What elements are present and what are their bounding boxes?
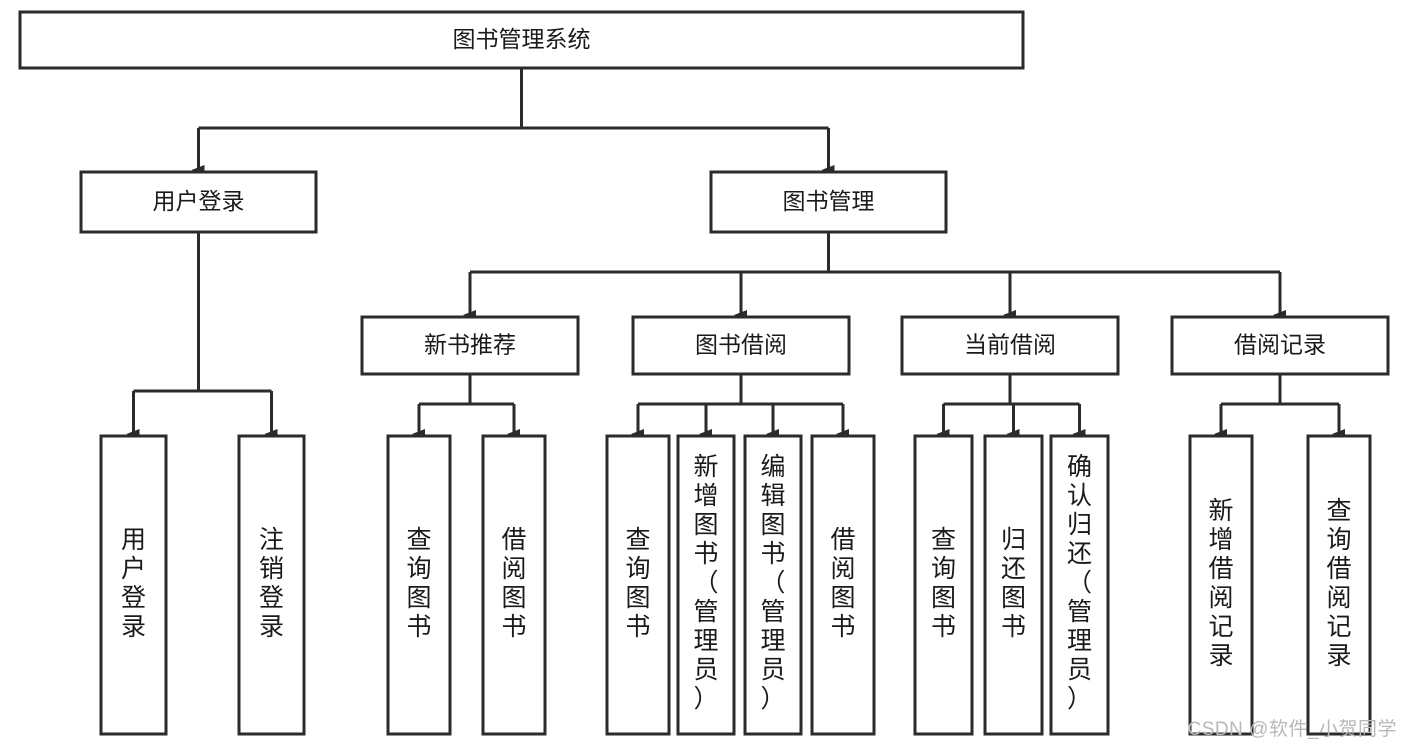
node-label-leaf-edit-book: 编辑图书（管理员） <box>760 453 785 713</box>
node-leaf-user-logout[interactable]: 注销登录 <box>237 434 306 736</box>
node-label-leaf-user-login: 用户登录 <box>121 526 146 641</box>
node-leaf-borrow-book-2[interactable]: 借阅图书 <box>810 434 876 736</box>
node-label-leaf-borrow-book-1: 借阅图书 <box>501 526 526 641</box>
node-label-root: 图书管理系统 <box>453 26 591 52</box>
node-borrow-record[interactable]: 借阅记录 <box>1170 315 1390 376</box>
node-current-borrow[interactable]: 当前借阅 <box>900 315 1120 376</box>
node-box-leaf-user-login <box>99 434 168 736</box>
node-box-leaf-query-record <box>1306 434 1372 736</box>
node-box-leaf-user-logout <box>237 434 306 736</box>
node-leaf-return-book[interactable]: 归还图书 <box>983 434 1044 736</box>
node-box-leaf-borrow-book-1 <box>481 434 547 736</box>
node-box-current-borrow <box>900 315 1120 376</box>
node-box-leaf-add-book <box>676 434 736 736</box>
node-leaf-confirm-return[interactable]: 确认归还（管理员） <box>1049 434 1110 736</box>
node-book-borrow[interactable]: 图书借阅 <box>631 315 851 376</box>
node-box-book-borrow <box>631 315 851 376</box>
node-label-book-borrow: 图书借阅 <box>695 332 787 358</box>
node-label-leaf-confirm-return: 确认归还（管理员） <box>1067 453 1092 713</box>
node-box-borrow-record <box>1170 315 1390 376</box>
node-box-new-book-recommend <box>360 315 580 376</box>
node-label-leaf-query-book-1: 查询图书 <box>406 526 431 641</box>
node-box-leaf-confirm-return <box>1049 434 1110 736</box>
node-label-leaf-user-logout: 注销登录 <box>259 526 284 641</box>
node-label-leaf-query-book-3: 查询图书 <box>931 526 956 641</box>
node-book-management[interactable]: 图书管理 <box>709 170 948 234</box>
node-box-leaf-edit-book <box>743 434 803 736</box>
node-box-leaf-return-book <box>983 434 1044 736</box>
node-boxes: 图书管理系统用户登录图书管理新书推荐图书借阅当前借阅借阅记录用户登录注销登录查询… <box>18 10 1390 736</box>
node-label-new-book-recommend: 新书推荐 <box>424 332 516 358</box>
node-leaf-query-book-2[interactable]: 查询图书 <box>605 434 671 736</box>
node-box-leaf-query-book-2 <box>605 434 671 736</box>
node-leaf-query-record[interactable]: 查询借阅记录 <box>1306 434 1372 736</box>
node-label-leaf-add-book: 新增图书（管理员） <box>693 453 718 713</box>
node-leaf-add-book[interactable]: 新增图书（管理员） <box>676 434 736 736</box>
node-label-leaf-add-record: 新增借阅记录 <box>1208 497 1233 670</box>
node-box-user-login <box>79 170 318 234</box>
node-box-leaf-borrow-book-2 <box>810 434 876 736</box>
node-label-current-borrow: 当前借阅 <box>964 332 1056 358</box>
node-box-book-management <box>709 170 948 234</box>
node-label-user-login: 用户登录 <box>153 188 245 214</box>
connector-lines <box>126 68 1345 439</box>
node-label-leaf-query-book-2: 查询图书 <box>625 526 650 641</box>
node-label-leaf-query-record: 查询借阅记录 <box>1326 497 1351 670</box>
node-label-borrow-record: 借阅记录 <box>1234 332 1326 358</box>
node-leaf-query-book-3[interactable]: 查询图书 <box>913 434 974 736</box>
node-user-login[interactable]: 用户登录 <box>79 170 318 234</box>
node-box-leaf-query-book-1 <box>386 434 452 736</box>
node-box-leaf-query-book-3 <box>913 434 974 736</box>
node-leaf-user-login[interactable]: 用户登录 <box>99 434 168 736</box>
node-label-leaf-borrow-book-2: 借阅图书 <box>830 526 855 641</box>
node-leaf-add-record[interactable]: 新增借阅记录 <box>1188 434 1254 736</box>
node-label-leaf-return-book: 归还图书 <box>1001 526 1026 641</box>
node-label-book-management: 图书管理 <box>783 188 875 214</box>
node-root[interactable]: 图书管理系统 <box>18 10 1025 70</box>
node-leaf-borrow-book-1[interactable]: 借阅图书 <box>481 434 547 736</box>
node-box-root <box>18 10 1025 70</box>
node-leaf-edit-book[interactable]: 编辑图书（管理员） <box>743 434 803 736</box>
node-new-book-recommend[interactable]: 新书推荐 <box>360 315 580 376</box>
node-leaf-query-book-1[interactable]: 查询图书 <box>386 434 452 736</box>
node-box-leaf-add-record <box>1188 434 1254 736</box>
